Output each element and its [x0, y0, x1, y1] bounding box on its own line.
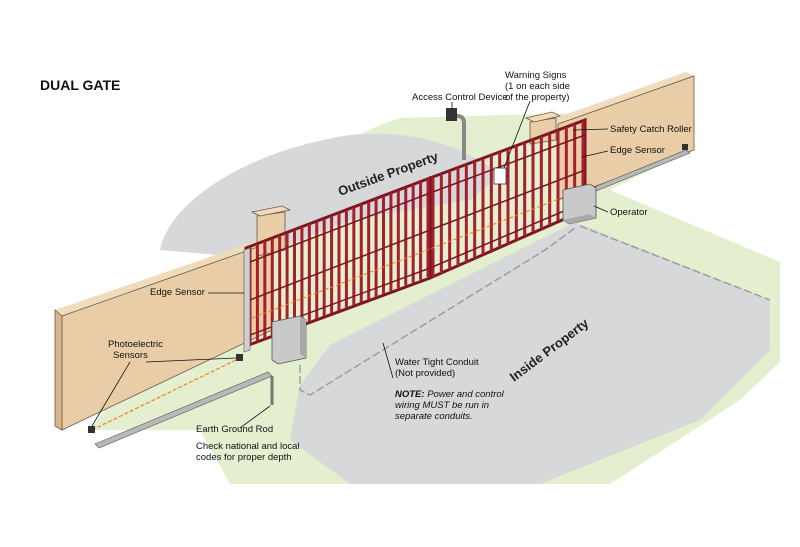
photoelectric-sensor-left	[236, 354, 243, 361]
wiring-note-2: wiring MUST be run in	[395, 400, 489, 411]
outside-pavement	[160, 133, 500, 258]
photoelectric-sensors-label-2: Sensors	[113, 350, 148, 361]
edge-sensor-left-label: Edge Sensor	[150, 287, 205, 298]
left-operator	[271, 315, 307, 365]
photoelectric-sensors-label: Photoelectric	[108, 339, 163, 350]
gate-rail	[429, 169, 586, 231]
note-line-1: Power and control	[427, 389, 504, 400]
inside-pavement	[290, 222, 770, 484]
access-control-box	[446, 108, 457, 121]
photoelectric-sensor-far	[88, 426, 95, 433]
note-label: NOTE:	[395, 389, 425, 400]
gate-rail	[429, 134, 586, 194]
warning-signs-label-2: (1 on each side	[505, 81, 570, 92]
water-tight-conduit	[299, 227, 576, 396]
safety-catch-roller-label: Safety Catch Roller	[610, 124, 692, 135]
left-sensor-wire	[91, 357, 241, 431]
conduit-label-2: (Not provided)	[395, 368, 456, 379]
left-wall-end	[54, 309, 63, 431]
wiring-note-3: separate conduits.	[395, 411, 473, 422]
leader-safety-catch	[572, 128, 609, 131]
right-wall-top	[550, 72, 694, 124]
operator-label: Operator	[610, 207, 648, 218]
access-control-post	[456, 114, 466, 160]
left-pillar-cap	[250, 205, 292, 217]
conduit-label: Water Tight Conduit	[395, 357, 479, 368]
gate-sensor-wire	[251, 189, 583, 319]
leader-edge-sensor-right	[581, 150, 609, 158]
warning-signs-label: Warning Signs	[505, 70, 567, 81]
conduit-right	[579, 225, 771, 301]
leader-photo-far	[91, 361, 131, 427]
earth-ground-rod-note: Check national and local	[196, 441, 300, 452]
edge-sensor-right-label: Edge Sensor	[610, 145, 665, 156]
leader-lines	[91, 100, 609, 429]
diagram-title: DUAL GATE	[40, 77, 121, 93]
leader-warning	[503, 100, 531, 169]
leader-ground	[239, 405, 271, 429]
gate-rail	[249, 229, 431, 301]
wiring-note: NOTE: Power and control	[395, 389, 504, 400]
left-wall-top	[55, 238, 272, 316]
access-control-label: Access Control Device	[412, 92, 508, 103]
right-operator	[562, 183, 597, 225]
leader-operator	[593, 205, 609, 213]
gate-rail	[429, 201, 586, 269]
earth-ground-rod-note-2: codes for proper depth	[196, 452, 292, 463]
edge-sensor-left-strip	[243, 247, 251, 353]
gate-rail	[249, 192, 431, 263]
earth-ground-rod-label: Earth Ground Rod	[196, 424, 274, 435]
leader-photo	[145, 357, 237, 363]
leader-conduit	[382, 342, 394, 379]
right-pillar-cap	[524, 111, 562, 123]
photoelectric-sensor-right	[682, 144, 688, 150]
warning-sign	[493, 167, 507, 185]
warning-signs-label-3: of the property)	[505, 92, 570, 103]
